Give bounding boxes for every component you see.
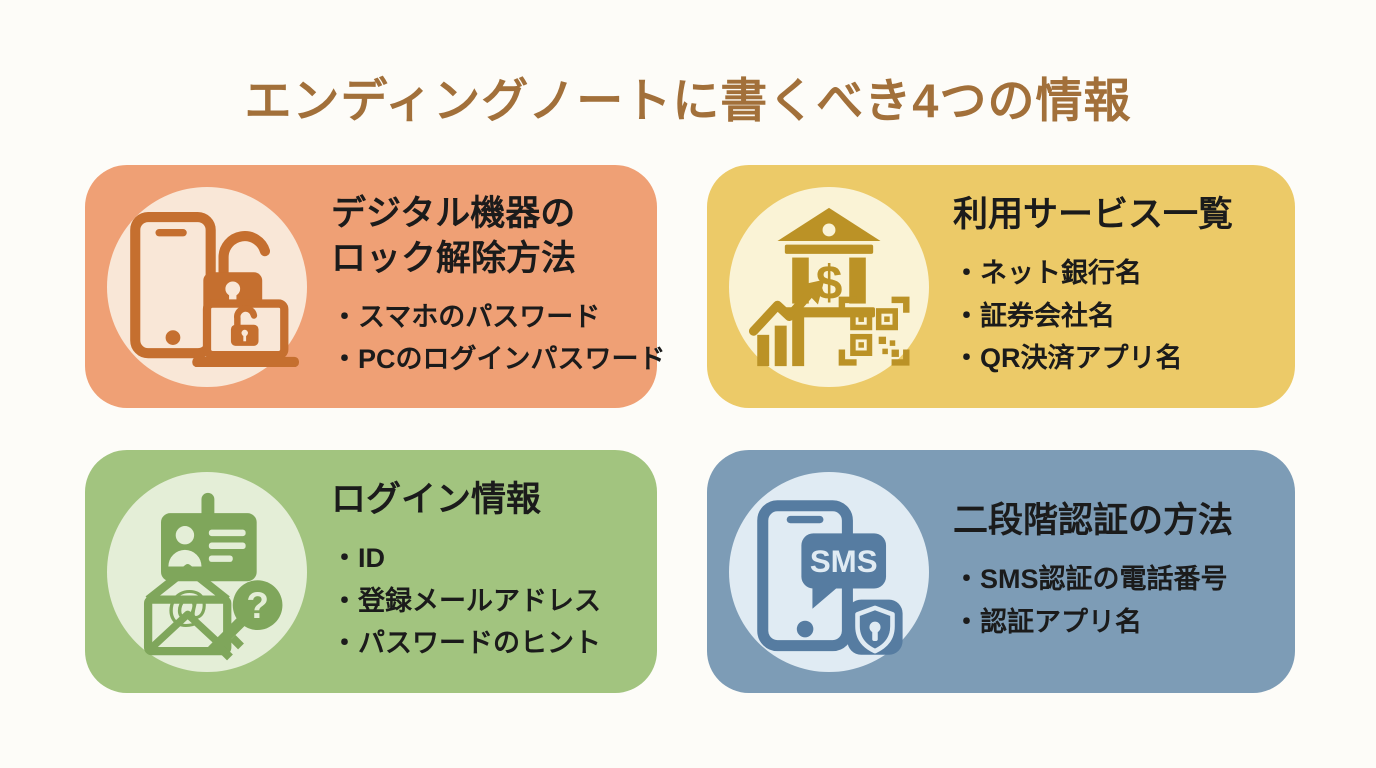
icon-circle: @ ? — [107, 471, 307, 672]
id-card-icon — [161, 492, 257, 581]
card-title: 利用サービス一覧 — [953, 195, 1234, 235]
card-bullets: ・SMS認証の電話番号 ・認証アプリ名 — [953, 558, 1233, 643]
card-two-factor-auth: SMS 二段階認証の方法 ・SMS認証の電話番号 ・認証アプリ名 — [707, 450, 1295, 693]
bullet-item: ・スマホのパスワード — [331, 301, 601, 332]
at-symbol: @ — [167, 581, 208, 628]
phone-laptop-unlock-icon — [130, 211, 299, 367]
bullet-item: ・ID — [331, 542, 385, 573]
card-text: 利用サービス一覧 ・ネット銀行名 ・証券会社名 ・QR決済アプリ名 — [953, 193, 1243, 380]
card-text: 二段階認証の方法 ・SMS認証の電話番号 ・認証アプリ名 — [953, 499, 1243, 643]
qr-code-icon — [838, 296, 910, 366]
bank-icon: $ — [777, 207, 881, 317]
card-services-list: $ — [707, 165, 1295, 408]
email-envelope-icon: @ — [143, 563, 232, 655]
card-digital-device-unlock: デジタル機器の ロック解除方法 ・スマホのパスワード ・PCのログインパスワード — [85, 165, 666, 408]
key-question-icon: ? — [208, 579, 283, 660]
icon-circle — [107, 186, 307, 387]
bullet-item: ・登録メールアドレス — [331, 585, 601, 616]
card-text: ログイン情報 ・ID ・登録メールアドレス ・パスワードのヒント — [331, 478, 611, 665]
page-title: エンディングノートに書くべき4つの情報 — [244, 74, 1132, 127]
growth-chart-icon — [748, 279, 825, 366]
sms-shield-icon: SMS — [757, 499, 903, 655]
laptop-unlock-icon — [192, 298, 299, 367]
idcard-mail-key-icon: @ ? — [143, 492, 283, 660]
sms-label: SMS — [810, 544, 878, 579]
card-bullets: ・ID ・登録メールアドレス ・パスワードのヒント — [331, 537, 601, 665]
card-text: デジタル機器の ロック解除方法 ・スマホのパスワード ・PCのログインパスワード — [331, 192, 676, 381]
bullet-item: ・証券会社名 — [953, 300, 1115, 331]
card-title: デジタル機器の ロック解除方法 — [331, 194, 577, 278]
bullet-item: ・PCのログインパスワード — [331, 344, 666, 375]
icon-circle: SMS — [729, 471, 929, 672]
smartphone-icon — [130, 211, 216, 358]
sms-bubble-icon: SMS — [801, 532, 887, 609]
card-title: 二段階認証の方法 — [953, 501, 1234, 541]
card-title: ログイン情報 — [331, 480, 542, 520]
card-bullets: ・ネット銀行名 ・証券会社名 ・QR決済アプリ名 — [953, 252, 1233, 380]
shield-app-icon — [847, 599, 903, 655]
bullet-item: ・QR決済アプリ名 — [953, 343, 1183, 374]
question-mark: ? — [246, 585, 268, 626]
bullet-item: ・パスワードのヒント — [331, 628, 601, 659]
bullet-item: ・ネット銀行名 — [953, 257, 1142, 288]
icon-circle: $ — [729, 186, 929, 387]
card-login-info: @ ? ログイン情報 ・ID ・登録メールアドレス ・パスワードのヒント — [85, 450, 657, 693]
card-bullets: ・スマホのパスワード ・PCのログインパスワード — [331, 296, 666, 381]
bullet-item: ・SMS認証の電話番号 — [953, 564, 1228, 595]
bullet-item: ・認証アプリ名 — [953, 606, 1142, 637]
bank-chart-qr-icon: $ — [748, 207, 910, 366]
